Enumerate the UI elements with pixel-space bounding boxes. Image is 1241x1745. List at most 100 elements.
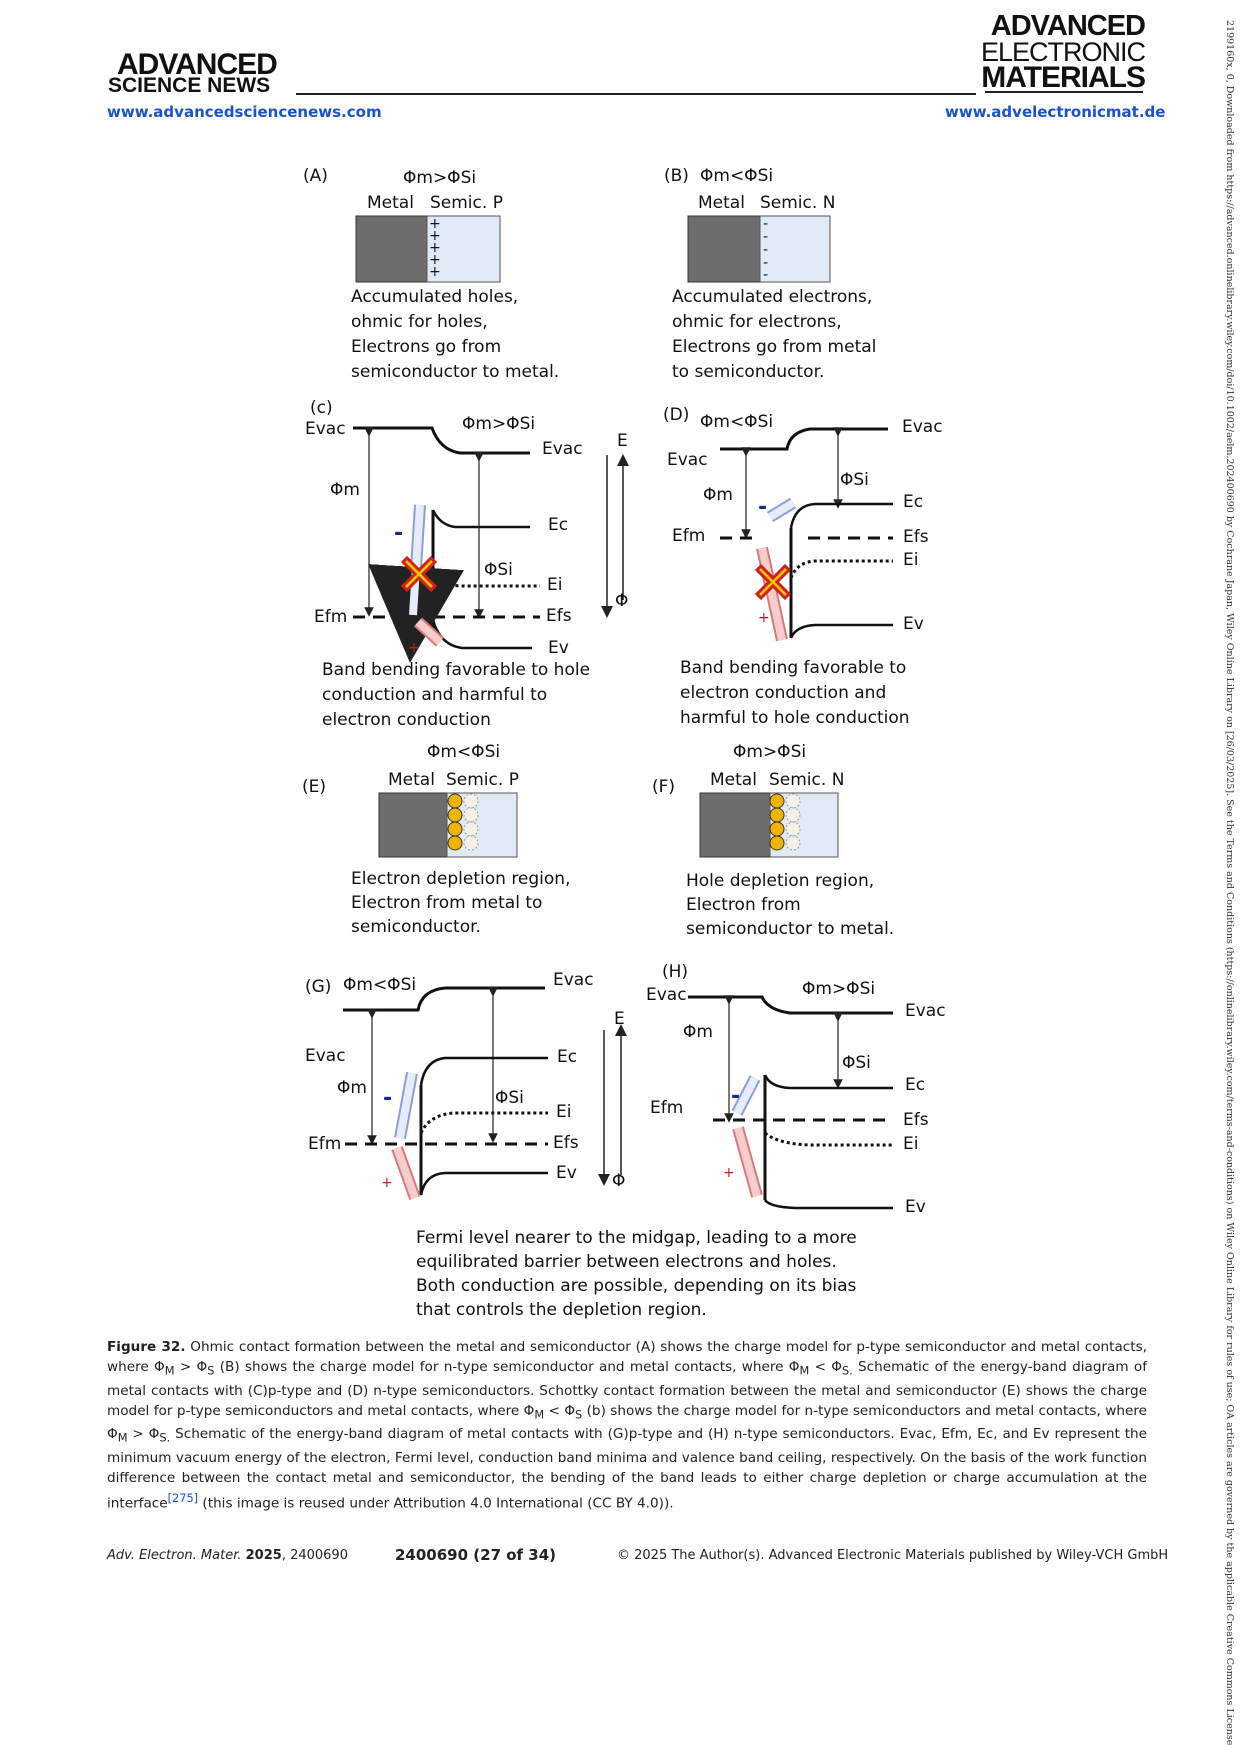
svg-text:Efs: Efs	[546, 606, 572, 626]
bottom-desc-2: equilibrated barrier between electrons a…	[416, 1252, 837, 1272]
panel-a-metal-label: Metal	[367, 193, 414, 213]
panel-b-desc-3: Electrons go from metal	[672, 337, 876, 357]
panel-f-desc-2: Electron from	[686, 895, 801, 915]
panel-a-holes: +++++	[429, 216, 441, 280]
panel-e-metal-block	[378, 792, 448, 858]
journal-logo-left: ADVANCED	[117, 48, 278, 81]
panel-e-desc-2: Electron from metal to	[351, 893, 542, 913]
reference-link[interactable]: [275]	[167, 1491, 199, 1506]
panel-c-desc-1: Band bending favorable to hole	[322, 660, 590, 680]
panel-f-semi-label: Semic. N	[769, 770, 844, 790]
svg-text:-: -	[394, 521, 403, 546]
panel-c-tag: (c)	[310, 398, 333, 418]
panel-b-desc-2: ohmic for electrons,	[672, 312, 842, 332]
svg-text:Evac: Evac	[542, 439, 583, 459]
svg-text:Ev: Ev	[905, 1197, 926, 1217]
svg-text:ΦSi: ΦSi	[495, 1088, 524, 1108]
svg-text:Evac: Evac	[305, 419, 346, 439]
footer-page-number: 2400690 (27 of 34)	[395, 1546, 557, 1564]
svg-text:+: +	[758, 610, 770, 626]
panel-f-desc-1: Hole depletion region,	[686, 871, 874, 891]
svg-text:Φ: Φ	[615, 591, 628, 611]
svg-text:Evac: Evac	[553, 970, 594, 990]
svg-text:(G): (G)	[305, 977, 331, 997]
svg-text:Ec: Ec	[905, 1075, 925, 1095]
footer-copyright: © 2025 The Author(s). Advanced Electroni…	[617, 1548, 1169, 1563]
svg-text:Efs: Efs	[903, 1110, 929, 1130]
panel-b-tag: (B)	[664, 166, 689, 186]
panel-f-desc-3: semiconductor to metal.	[686, 919, 894, 939]
panel-a-semi-block	[426, 215, 501, 283]
svg-text:Ec: Ec	[903, 492, 923, 512]
panel-e-semi-label: Semic. P	[446, 770, 519, 790]
bottom-desc-4: that controls the depletion region.	[416, 1300, 707, 1320]
panel-c-desc-3: electron conduction	[322, 710, 491, 730]
svg-text:Evac: Evac	[646, 985, 687, 1005]
svg-text:Φm: Φm	[330, 480, 360, 500]
svg-text:Φ: Φ	[612, 1171, 625, 1191]
svg-text:Ev: Ev	[548, 638, 569, 658]
panel-b-desc-1: Accumulated electrons,	[672, 287, 872, 307]
svg-text:+: +	[381, 1175, 393, 1191]
panel-e-condition: Φm<ΦSi	[427, 742, 500, 762]
svg-text:-: -	[731, 1084, 740, 1109]
svg-text:Φm>ΦSi: Φm>ΦSi	[462, 414, 535, 434]
panel-e-tag: (E)	[302, 777, 326, 797]
panel-c-band-diagram: (c) Evac Φm>ΦSi Evac Φm Ec ΦSi Ei Efm Ef…	[305, 398, 583, 663]
energy-axis-top: E Φ	[601, 431, 629, 618]
panel-b-semi-block	[759, 215, 831, 283]
panel-a-condition: Φm>ΦSi	[403, 168, 476, 188]
svg-text:-: -	[763, 267, 768, 283]
svg-text:Ei: Ei	[903, 1134, 918, 1154]
svg-text:Φm: Φm	[337, 1078, 367, 1098]
svg-text:ΦSi: ΦSi	[484, 560, 513, 580]
svg-text:-: -	[758, 495, 767, 520]
svg-text:+: +	[429, 252, 441, 268]
svg-text:+: +	[429, 228, 441, 244]
svg-text:(H): (H)	[662, 962, 688, 982]
panel-e-desc-3: semiconductor.	[351, 917, 481, 937]
panel-e-desc-1: Electron depletion region,	[351, 869, 571, 889]
svg-text:Ei: Ei	[903, 550, 918, 570]
panel-a-semi-label: Semic. P	[430, 193, 503, 213]
energy-axis-bottom: E Φ	[598, 1009, 627, 1191]
panel-f-metal-block	[699, 792, 771, 858]
svg-text:E: E	[614, 1009, 625, 1029]
panel-a-metal-block	[355, 215, 428, 283]
right-url-link[interactable]: www.advelectronicmat.de	[945, 103, 1166, 121]
svg-text:Evac: Evac	[905, 1001, 946, 1021]
panel-a-desc-2: ohmic for holes,	[351, 312, 488, 332]
journal-logo-left-subtitle: SCIENCE NEWS	[108, 74, 271, 97]
panel-d-desc-2: electron conduction and	[680, 683, 886, 703]
svg-text:Ei: Ei	[556, 1102, 571, 1122]
left-url-link[interactable]: www.advancedsciencenews.com	[107, 103, 382, 121]
panel-d-desc-1: Band bending favorable to	[680, 658, 906, 678]
svg-text:Ei: Ei	[547, 575, 562, 595]
panel-a-tag: (A)	[303, 166, 328, 186]
panel-f-depletion-charges	[769, 793, 801, 851]
panel-a-desc-1: Accumulated holes,	[351, 287, 518, 307]
panel-c-desc-2: conduction and harmful to	[322, 685, 547, 705]
svg-text:Ev: Ev	[903, 614, 924, 634]
panel-a-desc-4: semiconductor to metal.	[351, 362, 559, 382]
svg-text:Evac: Evac	[667, 450, 708, 470]
svg-text:Φm>ΦSi: Φm>ΦSi	[802, 979, 875, 999]
panel-f-condition: Φm>ΦSi	[733, 742, 806, 762]
svg-text:-: -	[383, 1086, 392, 1111]
svg-text:ΦSi: ΦSi	[840, 470, 869, 490]
panel-d-desc-3: harmful to hole conduction	[680, 708, 910, 728]
svg-text:Ec: Ec	[548, 515, 568, 535]
svg-text:-: -	[763, 255, 768, 271]
journal-logo-right: ADVANCED ELECTRONIC MATERIALS	[980, 10, 1146, 94]
panel-b-desc-4: to semiconductor.	[672, 362, 824, 382]
panel-b-condition: Φm<ΦSi	[700, 166, 773, 186]
svg-text:Φm: Φm	[703, 485, 733, 505]
svg-text:+: +	[723, 1165, 735, 1181]
bottom-desc-1: Fermi level nearer to the midgap, leadin…	[416, 1228, 857, 1248]
svg-text:+: +	[429, 240, 441, 256]
panel-b-metal-block	[687, 215, 761, 283]
svg-text:Efs: Efs	[903, 527, 929, 547]
svg-text:E: E	[617, 431, 628, 451]
svg-text:Evac: Evac	[305, 1046, 346, 1066]
svg-text:Efm: Efm	[308, 1134, 341, 1154]
